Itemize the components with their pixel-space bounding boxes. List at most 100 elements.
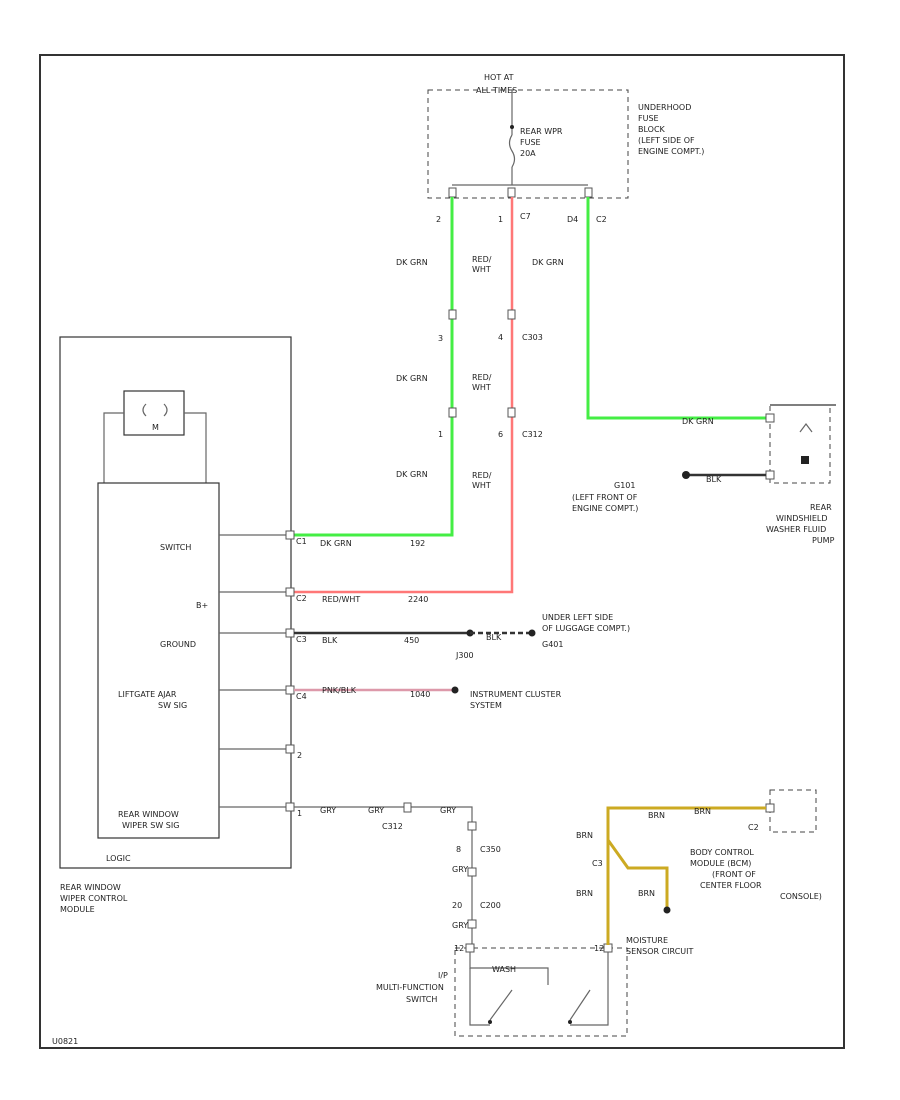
pin-label-c4: C4: [296, 692, 307, 701]
dk-grn-label-1: DK GRN: [396, 258, 428, 267]
hot-at-label: HOT AT: [484, 73, 514, 82]
pump-name-2: WINDSHIELD: [776, 514, 828, 523]
mf-pin-label-right: 12: [594, 944, 604, 953]
conn-pin-4: 4: [498, 333, 503, 342]
ajar-circuit-number: 1040: [410, 690, 430, 699]
switch-circuit-number: 192: [410, 539, 425, 548]
module-pin-2: [285, 744, 295, 754]
g401-location-2: OF LUGGAGE COMPT.): [542, 624, 630, 633]
g401-location-1: UNDER LEFT SIDE: [542, 613, 613, 622]
multifunction-outline: [454, 947, 628, 1037]
module-pin-c2: [285, 587, 295, 597]
relay-right-lead: [184, 412, 207, 483]
input-bplus-label: B+: [196, 601, 208, 610]
pump-name-4: PUMP: [812, 536, 835, 545]
ground-wire-label: BLK: [322, 636, 338, 645]
instrument-cluster-label-2: SYSTEM: [470, 701, 502, 710]
bcm-pin: [765, 803, 775, 813]
relay-coil: [142, 403, 168, 417]
mf-contact-dot-2: [568, 1020, 572, 1024]
bplus-wire-label: RED/WHT: [322, 595, 360, 604]
ground-circuit-number: 450: [404, 636, 419, 645]
ground-wire-label-2: BLK: [486, 633, 502, 642]
mf-right-lead: [570, 952, 609, 1026]
pump-pin-bottom: [765, 470, 775, 480]
g101-location-1: (LEFT FRONT OF: [572, 493, 638, 502]
c312-inline-pin: [403, 802, 412, 813]
fuse-block-outline: [427, 89, 629, 199]
relay-left-lead: [103, 412, 124, 483]
c303-pin-mid: [507, 309, 516, 320]
wiper-wire-label-2: GRY: [368, 806, 384, 815]
brn-moisture-wire: [606, 806, 766, 945]
g401-label: G401: [542, 640, 563, 649]
dk-grn-pump-wire: [586, 197, 770, 420]
fuse-pin-label-1: 1: [498, 215, 503, 224]
fuse-label-2: FUSE: [520, 138, 541, 147]
pin-label-c2: C2: [296, 594, 307, 603]
fuse-block-name-1: UNDERHOOD: [638, 103, 691, 112]
c312-lower-label: C312: [382, 822, 403, 831]
input-ground-label: GROUND: [160, 640, 196, 649]
mf-left-lead: [469, 968, 490, 1026]
input-liftgate-label: LIFTGATE AJAR: [118, 690, 177, 699]
brn-branch-wire: [606, 839, 669, 908]
c312-pin-left: [448, 407, 457, 418]
bcm-name-1: BODY CONTROL: [690, 848, 754, 857]
module-pin-1: [285, 802, 295, 812]
wiper-wire-label-1: GRY: [320, 806, 336, 815]
mf-name-1: I/P: [438, 971, 448, 980]
underhood-fuse-block: HOT AT ALL TIMES UNDERHOOD FUSE BLOCK (L…: [427, 73, 704, 224]
wiper-wire-label-3: GRY: [440, 806, 456, 815]
top-wires: DK GRN DK GRN DK GRN RED/ WHT RED/ WHT R…: [290, 197, 770, 594]
c312-pin-mid: [507, 407, 516, 418]
bcm-pin-label: C2: [748, 823, 759, 832]
fuse-dot: [510, 125, 514, 129]
bcm-name-5: CONSOLE): [780, 892, 822, 901]
bplus-circuit-number: 2240: [408, 595, 428, 604]
pump-outline: [769, 404, 831, 484]
input-wiper-label: REAR WINDOW: [118, 810, 179, 819]
j300-label: J300: [455, 651, 474, 660]
diagram-code: U0821: [52, 1037, 78, 1046]
fuse-block-name-3: BLOCK: [638, 125, 666, 134]
g401-ground-point: [528, 629, 536, 637]
bcm-name-3: (FRONT OF: [712, 870, 756, 879]
wiper-control-module: M SWITCH B+ GROUND LIFTGATE AJAR SW SIG …: [59, 336, 307, 914]
brn-label-5: BRN: [638, 889, 655, 898]
module-pin-c4: [285, 685, 295, 695]
mf-name-3: SWITCH: [406, 995, 437, 1004]
ajar-wire-label: PNK/BLK: [322, 686, 357, 695]
fuse-pin-label-2: 2: [436, 215, 441, 224]
brn-branch-end: [663, 906, 671, 914]
module-wires: DK GRN 192 RED/WHT 2240 BLK 450 BLK J300…: [294, 539, 630, 945]
bcm-pin-c3: C3: [592, 859, 603, 868]
c200-pin: [467, 919, 477, 929]
diagram-frame: [39, 54, 845, 1049]
brn-label-1: BRN: [648, 811, 665, 820]
fuse-pin-1: [507, 187, 516, 198]
mf-switch-contact-2: [569, 989, 591, 1021]
fuse-block-name-2: FUSE: [638, 114, 659, 123]
wiper-pin-top: [467, 821, 477, 831]
input-liftgate-sig-label: SW SIG: [158, 701, 187, 710]
module-pin-c3: [285, 628, 295, 638]
bcm-outline: [769, 789, 817, 833]
conn-pin-3: 3: [438, 334, 443, 343]
washer-pump: DK GRN BLK G101 (LEFT FRONT OF ENGINE CO…: [572, 404, 836, 545]
module-name-3: MODULE: [60, 905, 95, 914]
pin-label-c1: C1: [296, 537, 307, 546]
hot-at-label-2: ALL TIMES: [476, 86, 517, 95]
relay-motor-label: M: [152, 423, 159, 432]
fuse-pin-label-c2: C2: [596, 215, 607, 224]
fuse-pin-2: [448, 187, 457, 198]
fuse-block-name-5: ENGINE COMPT.): [638, 147, 704, 156]
mf-pin-right: [603, 943, 613, 953]
fuse-element: [508, 134, 516, 168]
brn-label-3: BRN: [576, 831, 593, 840]
red-label-3b: WHT: [472, 481, 491, 490]
g101-ground-point: [682, 471, 690, 479]
fuse-pin-label-d4: D4: [567, 215, 578, 224]
dk-grn-label-3: DK GRN: [396, 470, 428, 479]
